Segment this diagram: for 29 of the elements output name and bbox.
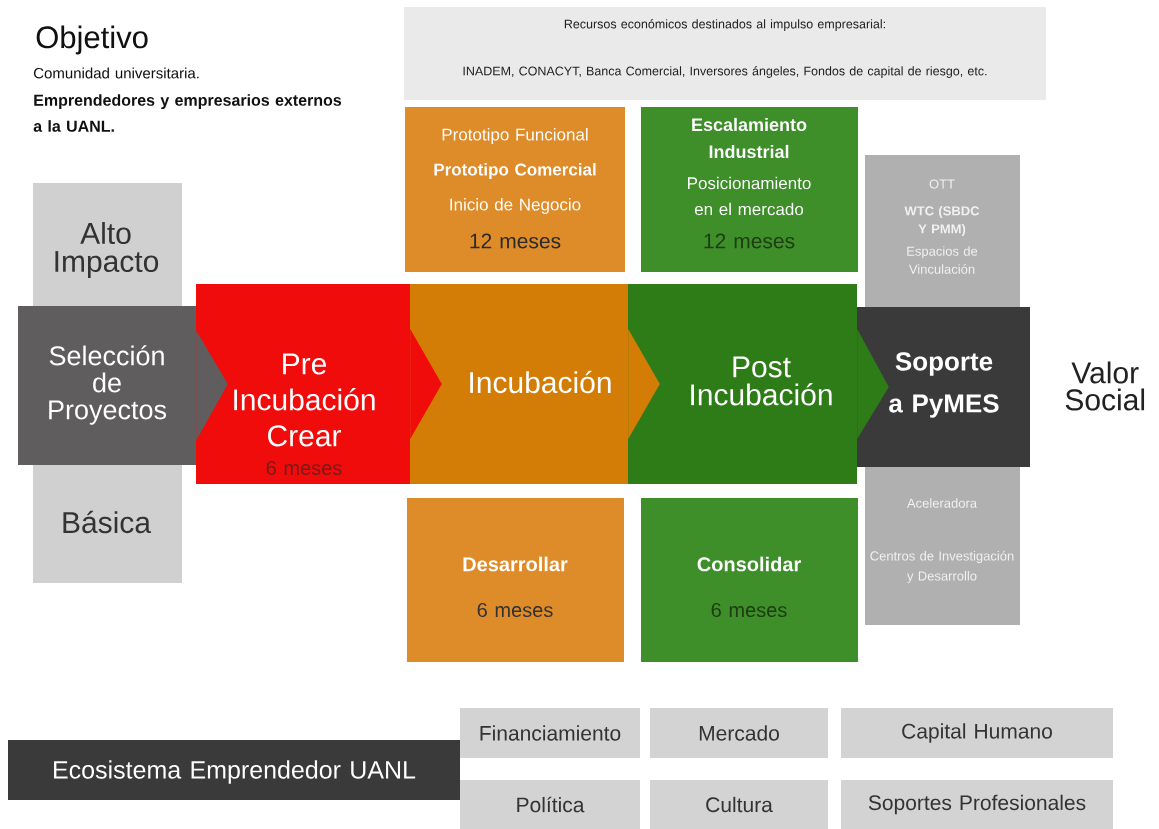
stage-box: Consolidar 6 meses xyxy=(641,498,858,662)
factor-box: Capital Humano xyxy=(841,708,1113,758)
chevron-arrow xyxy=(410,329,442,439)
support-label: Aceleradora xyxy=(907,498,978,508)
heading: Objetivo xyxy=(36,25,148,55)
factor-box: Financiamiento xyxy=(460,708,640,758)
factor-box: Soportes Profesionales xyxy=(841,780,1113,829)
stage-box: Desarrollar 6 meses xyxy=(407,498,624,662)
target-text: Comunidad universitaria. xyxy=(34,67,199,79)
factor-box: Mercado xyxy=(650,708,828,758)
stage-box: Prototipo Funcional Prototipo Comercial Inicio de Negocio 12 meses xyxy=(405,107,625,272)
funding-box: Recursos económicos destinados al impulso empresarial: INADEM, CONACYT, Banca Comercial, Inversores ángeles, Fondos de capital de riesgo, etc. xyxy=(404,7,1046,100)
stage-box: Escalamiento Industrial Posicionamiento en el mercado 12 meses xyxy=(641,107,858,272)
support-label: Espacios de Vinculación xyxy=(907,246,978,274)
outcome-label: Valor Social xyxy=(1065,361,1145,411)
factor-box: Cultura xyxy=(650,780,828,829)
stage-box: Soporte a PyMES xyxy=(857,307,1030,467)
chevron-arrow xyxy=(857,329,889,439)
factor-box: Política xyxy=(460,780,640,829)
title-bar: Ecosistema Emprendedor UANL xyxy=(8,740,460,800)
category-label: Básica xyxy=(63,510,151,534)
support-label: WTC (SBDC Y PMM) xyxy=(904,205,980,237)
support-label: Centros de Investigación y Desarrollo xyxy=(870,550,1014,584)
chevron-arrow xyxy=(628,329,660,439)
support-label: OTT xyxy=(929,179,955,189)
category-label: Alto Impacto xyxy=(55,222,159,278)
node-label: Selección de Proyectos xyxy=(49,345,167,425)
chevron-arrow xyxy=(196,330,228,441)
target-text: Emprendedores y empresarios externos a la UANL. xyxy=(33,94,342,132)
